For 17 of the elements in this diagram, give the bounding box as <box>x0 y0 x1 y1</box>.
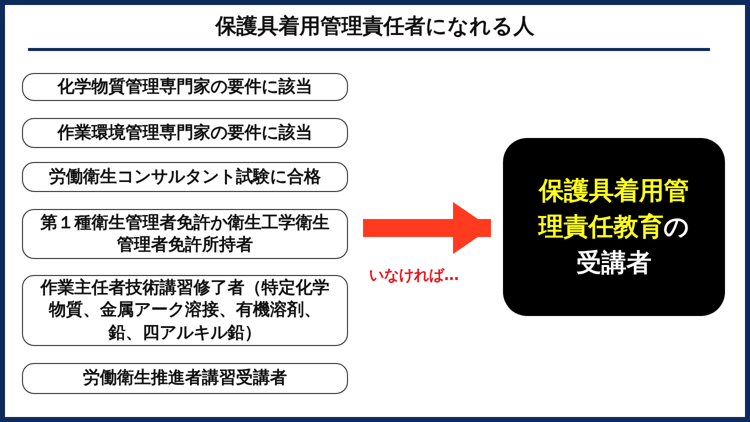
requirement-box <box>22 118 348 148</box>
requirement-text: 作業主任者技術講習修了者（特定化学物質、金属アーク溶接、有機溶剤、鉛、四アルキル鉛） <box>39 277 330 344</box>
box-text: 保護具着用管理責任教育の受講者 <box>537 174 690 280</box>
arrow <box>363 202 491 254</box>
requirement-text: 労働衛生推進者講習受講者 <box>83 367 287 390</box>
requirement-text: 労働衛生コンサルタント試験に合格 <box>49 166 321 188</box>
requirement-box <box>22 275 348 346</box>
requirement-box <box>22 73 348 101</box>
requirement-text: 化学物質管理専門家の要件に該当 <box>58 76 312 98</box>
requirement-text: 第１種衛生管理者免許か衛生工学衛生管理者免許所持者 <box>40 212 330 256</box>
result-box <box>503 138 725 316</box>
requirement-box <box>22 162 348 192</box>
requirement-box <box>22 209 348 259</box>
edge-label: いなければ… <box>369 266 459 285</box>
requirement-text: 作業環境管理専門家の要件に該当 <box>58 122 312 144</box>
requirement-box <box>22 363 348 394</box>
title: 保護具着用管理責任者になれる人 <box>214 13 536 40</box>
